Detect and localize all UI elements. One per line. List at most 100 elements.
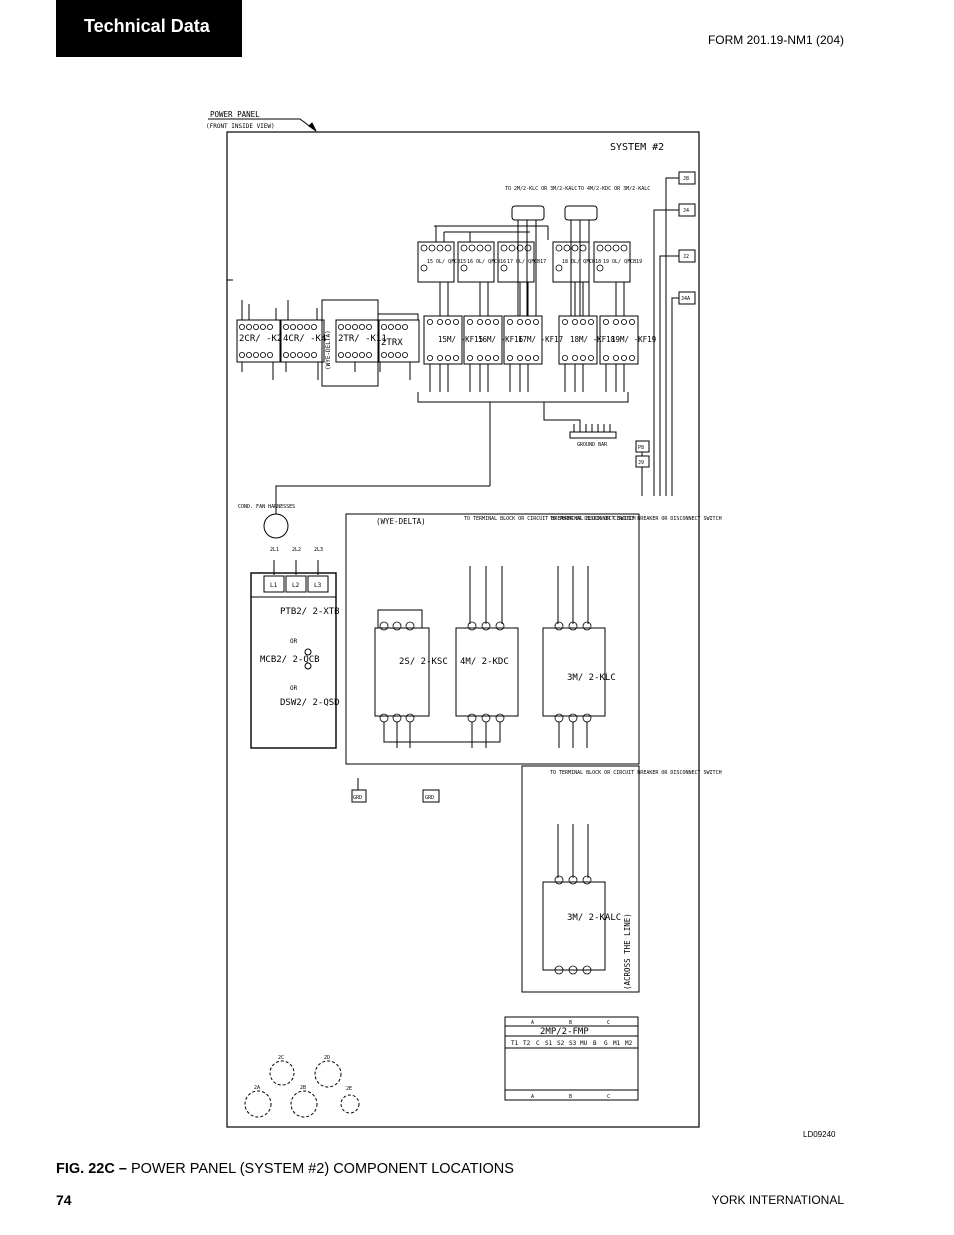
- svg-text:J9: J9: [638, 460, 644, 466]
- wye-delta-starter: (WYE-DELTA) TO TERMINAL BLOCK OR CIRCUIT…: [345, 513, 722, 765]
- svg-text:2A: 2A: [254, 1085, 260, 1091]
- svg-text:B: B: [569, 1094, 572, 1100]
- svg-text:DSW2/ 2-QSD: DSW2/ 2-QSD: [280, 698, 340, 708]
- relay-4cr: [280, 319, 325, 363]
- drawing-id: LD09240: [803, 1130, 836, 1139]
- svg-text:18M/ -KF18: 18M/ -KF18: [570, 335, 616, 344]
- svg-text:GROUND BAR: GROUND BAR: [577, 442, 608, 448]
- svg-text:T2: T2: [523, 1040, 531, 1047]
- svg-text:(WYE-DELTA): (WYE-DELTA): [325, 330, 332, 370]
- svg-text:B: B: [569, 1020, 572, 1026]
- svg-text:15M/ -KF15: 15M/ -KF15: [438, 335, 483, 344]
- contactor-2s: [374, 627, 430, 717]
- svg-text:B: B: [593, 1040, 597, 1047]
- svg-text:2CR/ -K2: 2CR/ -K2: [239, 334, 282, 344]
- motor-protector-block: A B C 2MP/2-FMP T1 T2 C S1 S2 S3 MU B G …: [504, 1016, 639, 1101]
- ol-block-16: [457, 241, 495, 283]
- svg-text:J4A: J4A: [681, 296, 690, 302]
- panel-sublabel: (FRONT INSIDE VIEW): [206, 123, 275, 130]
- page-number: 74: [56, 1192, 72, 1208]
- svg-text:TO 4M/2-KDC OR 3M/2-KALC: TO 4M/2-KDC OR 3M/2-KALC: [578, 186, 650, 192]
- svg-text:TO TERMINAL BLOCK OR CIRCUIT B: TO TERMINAL BLOCK OR CIRCUIT BREAKER OR …: [550, 516, 722, 522]
- svg-text:MU: MU: [580, 1040, 588, 1047]
- figure-caption: FIG. 22C – POWER PANEL (SYSTEM #2) COMPO…: [56, 1161, 514, 1177]
- svg-text:OR: OR: [290, 638, 298, 645]
- knockout-circles: [244, 1060, 360, 1118]
- ptb-block: [250, 572, 337, 749]
- svg-text:(ACROSS THE LINE): (ACROSS THE LINE): [623, 913, 632, 990]
- svg-text:TO TERMINAL BLOCK OR CIRCUIT B: TO TERMINAL BLOCK OR CIRCUIT BREAKER OR …: [464, 516, 636, 522]
- svg-text:MCB2/ 2-QCB: MCB2/ 2-QCB: [260, 655, 320, 665]
- fan-contactor-18m: [558, 315, 598, 365]
- panel-outline: [226, 131, 700, 1128]
- svg-text:OR: OR: [290, 685, 298, 692]
- svg-text:T1: T1: [511, 1040, 519, 1047]
- svg-text:C: C: [607, 1020, 610, 1026]
- fan-contactor-17m: [503, 315, 543, 365]
- svg-text:J4: J4: [683, 208, 689, 214]
- svg-text:G: G: [604, 1040, 608, 1047]
- svg-text:2MP/2-FMP: 2MP/2-FMP: [540, 1027, 589, 1037]
- fan-contactor-19m: [599, 315, 639, 365]
- svg-text:2L2: 2L2: [292, 547, 301, 553]
- svg-text:2E: 2E: [346, 1086, 352, 1092]
- across-the-line-box: [521, 765, 640, 993]
- svg-text:15 OL/ QFCB15: 15 OL/ QFCB15: [427, 259, 466, 265]
- svg-text:A: A: [531, 1094, 534, 1100]
- grd-marker-left: [351, 789, 367, 803]
- svg-text:TO TERMINAL BLOCK OR CIRCUIT B: TO TERMINAL BLOCK OR CIRCUIT BREAKER OR …: [550, 770, 722, 776]
- svg-text:M2: M2: [625, 1040, 633, 1047]
- figure-number: FIG. 22C –: [56, 1161, 127, 1177]
- form-number: FORM 201.19-NM1 (204): [707, 33, 844, 47]
- svg-text:L1: L1: [270, 582, 278, 589]
- harness-grommet: [263, 513, 289, 539]
- line-drops: TO 2M/2-KLC OR 3M/2-KALC TO 4M/2-KDC OR …: [434, 186, 650, 316]
- svg-text:2D: 2D: [324, 1055, 330, 1061]
- svg-text:2C: 2C: [278, 1055, 284, 1061]
- ol-block-19: [593, 241, 631, 283]
- grd-marker-right: [422, 789, 440, 803]
- svg-text:3M/ 2-KLC: 3M/ 2-KLC: [567, 673, 616, 683]
- company-name: YORK INTERNATIONAL: [711, 1193, 844, 1207]
- svg-text:L2: L2: [292, 582, 300, 589]
- svg-text:17M/ -KF17: 17M/ -KF17: [518, 335, 563, 344]
- svg-text:S1: S1: [545, 1040, 553, 1047]
- svg-text:(WYE-DELTA): (WYE-DELTA): [376, 517, 426, 526]
- contactor-4m: [455, 627, 519, 717]
- svg-text:18 OL/ QFCB18: 18 OL/ QFCB18: [562, 259, 601, 265]
- svg-text:GRD: GRD: [425, 795, 434, 801]
- connector-group: J8 J4 J2 J4A P8 J9: [635, 171, 696, 496]
- incoming-power-block: 2L1 2L2 2L3 L1 L2 L3 PTB2/ 2-XTB OR MCB2…: [250, 547, 340, 749]
- contactor-3m-kalc: [542, 881, 606, 971]
- ol-block-17: [497, 241, 535, 283]
- svg-text:2TR/ -K11: 2TR/ -K11: [338, 334, 387, 344]
- fan-contactor-16m: [463, 315, 503, 365]
- wye-delta-box: [345, 513, 640, 765]
- ground-bar: GROUND BAR: [569, 424, 617, 448]
- svg-text:19M/ -KF19: 19M/ -KF19: [611, 335, 656, 344]
- svg-text:19 OL/ QFCB19: 19 OL/ QFCB19: [603, 259, 642, 265]
- svg-text:P8: P8: [638, 445, 644, 451]
- ol-block-18: [552, 241, 590, 283]
- across-the-line-starter: TO TERMINAL BLOCK OR CIRCUIT BREAKER OR …: [521, 765, 722, 993]
- section-tab-label: Technical Data: [84, 16, 210, 36]
- svg-text:M1: M1: [613, 1040, 621, 1047]
- svg-text:2B: 2B: [300, 1085, 306, 1091]
- fan-contactor-15m: [423, 315, 463, 365]
- svg-text:17 OL/ QFCB17: 17 OL/ QFCB17: [507, 259, 546, 265]
- svg-text:2L1: 2L1: [270, 547, 279, 553]
- relay-2trx: [378, 319, 420, 363]
- panel-label: POWER PANEL: [210, 110, 260, 119]
- svg-text:16 OL/ QFCB16: 16 OL/ QFCB16: [467, 259, 506, 265]
- svg-text:C: C: [607, 1094, 610, 1100]
- svg-text:4CR/ -K4: 4CR/ -K4: [283, 334, 326, 344]
- svg-text:16M/ -KF16: 16M/ -KF16: [478, 335, 524, 344]
- svg-text:L3: L3: [314, 582, 322, 589]
- svg-text:PTB2/ 2-XTB: PTB2/ 2-XTB: [280, 607, 340, 617]
- contactor-3m: [542, 627, 606, 717]
- svg-text:TO 2M/2-KLC OR 3M/2-KALC: TO 2M/2-KLC OR 3M/2-KALC: [505, 186, 577, 192]
- svg-text:4M/ 2-KDC: 4M/ 2-KDC: [460, 657, 509, 667]
- svg-text:2TRX: 2TRX: [381, 338, 403, 348]
- svg-text:2S/ 2-KSC: 2S/ 2-KSC: [399, 657, 448, 667]
